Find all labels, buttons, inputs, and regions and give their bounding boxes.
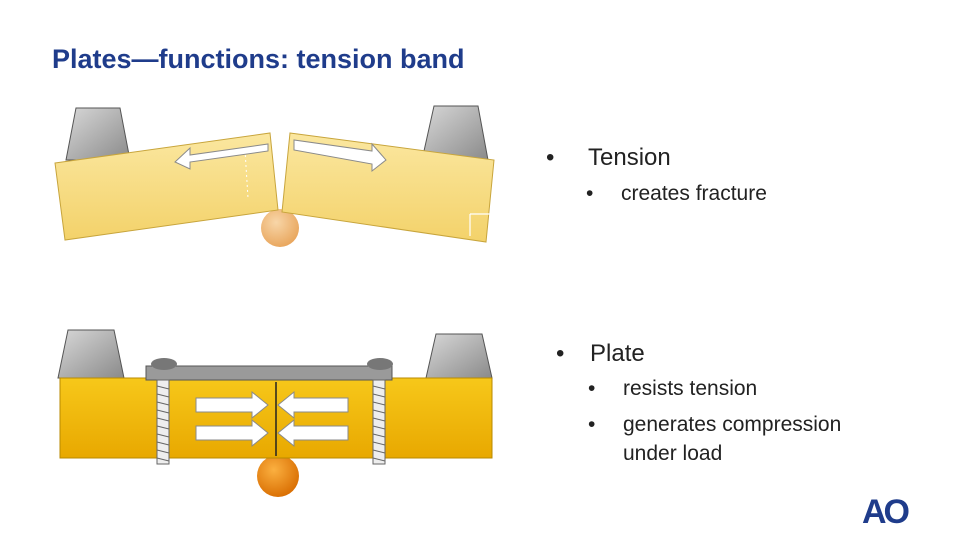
fulcrum-ball-icon xyxy=(261,209,299,247)
plate xyxy=(145,365,393,381)
bullet-glyph: • xyxy=(556,340,565,367)
double-arrow-icon xyxy=(277,390,349,448)
tension-heading: Tension xyxy=(588,144,671,171)
bullet-glyph: • xyxy=(586,182,594,205)
slide-title: Plates—functions: tension band xyxy=(52,44,465,74)
screw-icon xyxy=(367,358,393,465)
plate-item: generates compression xyxy=(623,413,842,436)
screw-icon xyxy=(151,358,177,465)
fulcrum-ball-icon xyxy=(257,455,299,497)
bone-segment-left xyxy=(54,132,279,241)
plate-heading: Plate xyxy=(590,340,645,367)
bullet-glyph: • xyxy=(588,413,596,436)
double-arrow-icon xyxy=(293,139,387,173)
double-arrow-icon xyxy=(174,143,269,170)
support-block-icon xyxy=(65,107,131,161)
ao-logo: AO xyxy=(862,493,910,531)
support-block-icon xyxy=(57,329,125,379)
plate-item: resists tension xyxy=(623,377,758,400)
support-block-icon xyxy=(425,333,493,379)
plate-item: under load xyxy=(623,442,723,465)
bullet-glyph: • xyxy=(546,144,555,171)
bone-segment-right xyxy=(281,132,495,243)
bullet-glyph: • xyxy=(588,377,596,400)
tension-item: creates fracture xyxy=(621,182,767,205)
double-arrow-icon xyxy=(195,390,269,448)
